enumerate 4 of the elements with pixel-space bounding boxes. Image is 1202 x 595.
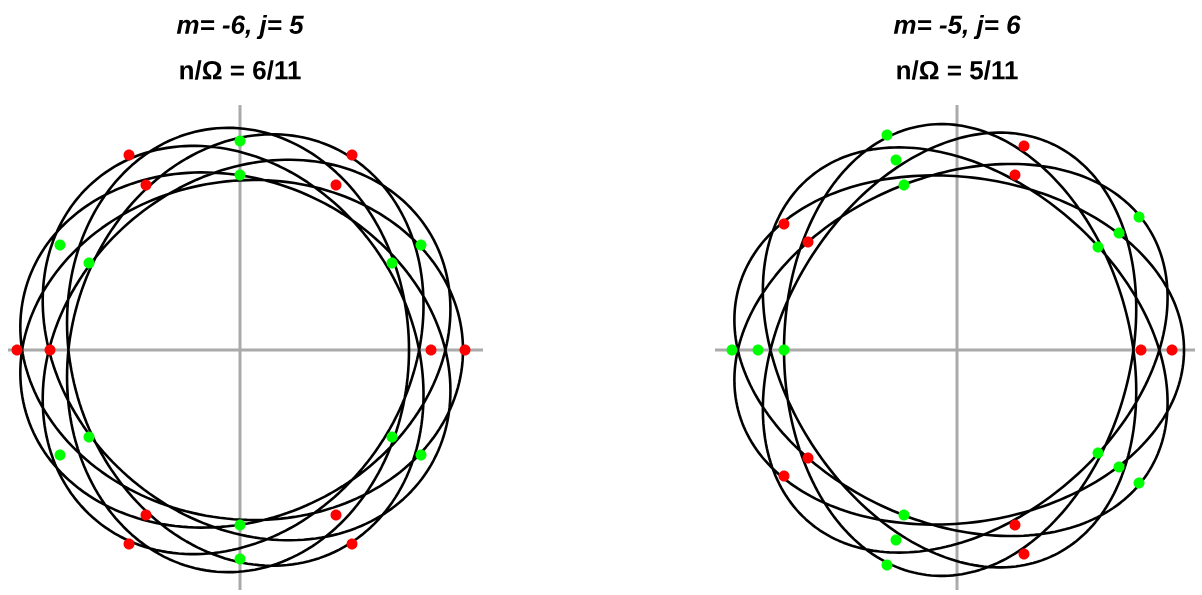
title: m= -5, j= 6: [893, 14, 1021, 40]
title: m= -6, j= 5: [176, 14, 304, 40]
title: n/Ω = 6/11: [180, 60, 301, 80]
title: n/Ω = 5/11: [897, 60, 1018, 80]
